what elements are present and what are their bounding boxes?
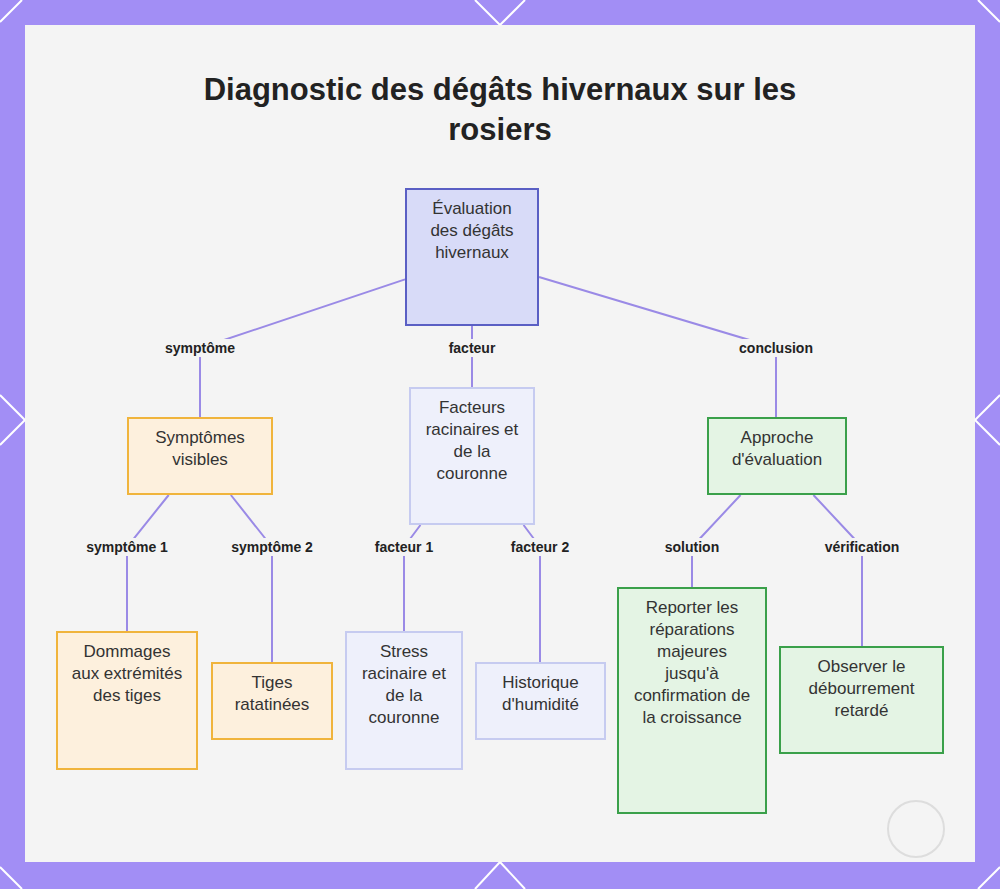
edge-label: symptôme: [162, 339, 238, 357]
node-text: Historique d'humidité: [487, 672, 594, 716]
node-text: Évaluation des dégâts hivernaux: [417, 198, 527, 264]
edge-label: facteur 1: [372, 538, 436, 556]
diagram-title: Diagnostic des dégâts hivernaux sur les …: [180, 70, 820, 151]
edge-label: facteur: [446, 339, 499, 357]
concept-box: Symptômes visibles: [127, 417, 273, 495]
concept-box: Facteurs racinaires et de la couronne: [409, 387, 535, 525]
edge-label: symptôme 1: [83, 538, 171, 556]
connector-line: [231, 495, 272, 662]
concept-box: Observer le débourrement retardé: [779, 646, 944, 754]
node-text: Reporter les réparations majeures jusqu'…: [629, 597, 755, 730]
edge-label: solution: [662, 538, 722, 556]
edge-label: symptôme 2: [228, 538, 316, 556]
concept-box: Évaluation des dégâts hivernaux: [405, 188, 539, 326]
concept-box: Stress racinaire et de la couronne: [345, 631, 463, 770]
connector-line: [127, 495, 169, 631]
concept-box: Tiges ratatinées: [211, 662, 333, 740]
node-text: Tiges ratatinées: [223, 672, 321, 716]
connector-line: [813, 495, 862, 646]
concept-box: Dommages aux extrémités des tiges: [56, 631, 198, 770]
logo-mark: [888, 801, 944, 857]
edge-label: vérification: [822, 538, 903, 556]
panel: [25, 25, 975, 862]
node-text: Dommages aux extrémités des tiges: [68, 641, 186, 707]
concept-box: Historique d'humidité: [475, 662, 606, 740]
node-text: Facteurs racinaires et de la couronne: [421, 397, 523, 485]
node-text: Symptômes visibles: [139, 427, 261, 471]
edge-label: facteur 2: [508, 538, 572, 556]
concept-box: Approche d'évaluation: [707, 417, 847, 495]
node-text: Approche d'évaluation: [719, 427, 835, 471]
node-text: Stress racinaire et de la couronne: [357, 641, 451, 729]
concept-box: Reporter les réparations majeures jusqu'…: [617, 587, 767, 814]
node-text: Observer le débourrement retardé: [791, 656, 932, 722]
edge-label: conclusion: [736, 339, 816, 357]
